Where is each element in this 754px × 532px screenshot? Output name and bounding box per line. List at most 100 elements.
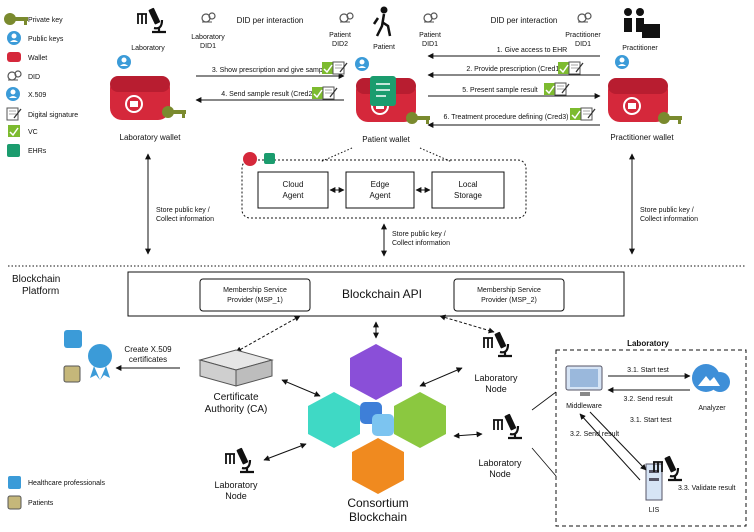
practitioner-label: Practitioner [622,45,658,52]
store-public-key-links: Store public key / Collect information S… [145,153,698,257]
laboratory-actor: Laboratory Laboratory DID1 Laboratory wa… [109,6,225,142]
healthcare-professionals-icon [64,330,82,348]
legend-label: Patients [28,500,54,507]
node-label-2: Node [225,491,247,501]
local-storage-label: Local [458,180,477,189]
legend-label: X.509 [28,92,46,99]
blockchain-platform-label: Blockchain [12,274,60,285]
cube-orange [352,438,404,494]
x509-icon [6,87,20,101]
practitioner-wallet-label: Practitioner wallet [610,133,674,142]
microscope-icon [223,446,256,474]
patients-icon [63,365,81,383]
wallet-icon [7,52,21,62]
private-key-icon [162,106,186,118]
flow-label: 6. Treatment procedure defining (Cred3) [444,114,569,121]
store-key-label-2: Collect information [392,240,450,247]
public-keys-icon [355,57,369,71]
patient-label: Patient [373,44,395,51]
ehrs-icon [370,76,396,106]
local-storage-box [431,171,505,209]
patient-did1-id: DID1 [422,41,438,48]
practitioner-icon [624,8,660,38]
walking-person-icon [372,6,392,37]
ehrs-icon [7,144,20,157]
node-label-2: Node [485,384,507,394]
certificate-area: Create X.509 certificates Certificate Au… [63,330,274,415]
public-keys-icon [7,31,21,45]
msp2-label-2: Provider (MSP_2) [481,297,537,304]
laboratory-label: Laboratory [131,45,165,52]
middleware-label: Middleware [566,403,602,410]
laboratory-wallet-label: Laboratory wallet [120,133,182,142]
cube-green [394,392,446,448]
flow-label: 5. Present sample result [462,87,538,94]
vc-icon [543,82,557,96]
edge-agent-label-2: Agent [370,191,392,200]
analyzer-label: Analyzer [698,405,726,412]
local-storage-label-2: Storage [454,191,483,200]
ehrs-icon [264,153,275,164]
laboratory-wallet-icon [109,75,171,121]
cloud-agent-label: Cloud [283,180,304,189]
practitioner-did-label: Practitioner [565,32,601,39]
middleware-computer-icon [565,365,603,396]
blockchain-platform-label-2: Platform [22,286,59,297]
digital-signature-icon [554,82,570,96]
did-icon [423,12,438,23]
patient-did1-label: Patient [419,32,441,39]
did-per-interaction-label: DID per interaction [237,16,304,25]
microscope-icon [135,6,168,34]
cube-teal [308,392,360,448]
agent-box: Cloud Agent Edge Agent Local Storage [241,147,527,219]
store-key-label: Store public key / [156,207,210,214]
patients-icon [7,495,22,510]
wallet-icon [243,152,257,166]
legend-label: EHRs [28,148,47,155]
ca-label-2: Authority (CA) [205,404,268,415]
legend: Private key Public keys Wallet DID X.509… [4,13,78,157]
digital-signature-icon [322,86,338,100]
microscope-icon [481,330,514,358]
node-label: Laboratory [214,480,258,490]
store-key-label: Store public key / [640,207,694,214]
digital-signature-icon [568,61,584,75]
practitioner-actor: Practitioner DID1 Practitioner Practitio… [565,8,682,142]
certificate-authority-building-icon [198,349,274,387]
x509-icon [88,344,112,368]
python-logo-icon [360,402,394,436]
lab-title: Laboratory [627,339,669,348]
patient-actor: Patient DID2 Patient Patient DID1 Patien… [329,6,441,144]
did-icon [7,70,22,81]
private-key-icon [4,13,28,25]
cloud-agent-label-2: Agent [283,191,305,200]
vc-icon [569,107,583,121]
private-key-icon [406,112,430,124]
flow-label: 1. Give access to EHR [497,47,567,54]
laboratory-nodes: Laboratory Node Laboratory Node Laborato… [214,330,557,501]
analyzer-cloud-icon [692,364,730,392]
store-key-label: Store public key / [392,231,446,238]
store-key-label-2: Collect information [640,216,698,223]
store-key-label-2: Collect information [156,216,214,223]
cube-purple [350,344,402,400]
vc-icon [557,61,571,75]
ca-label: Certificate [213,392,258,403]
vc-icon [7,124,21,138]
vc-icon [321,61,335,75]
microscope-icon [491,412,524,440]
patient-wallet-label: Patient wallet [362,135,410,144]
public-keys-icon [615,55,629,69]
laboratory-did-id: DID1 [200,43,216,50]
laboratory-did-label: Laboratory [191,34,225,41]
create-x509-label: Create X.509 [124,345,172,354]
agent-container [241,159,527,219]
digital-signature-icon [332,61,348,75]
flow-label: 3.1. Start test [627,367,669,374]
lab-container [555,349,747,527]
flows: 1. Give access to EHR 2. Provide prescri… [195,47,601,128]
flow-label: 4. Send sample result (Cred2) [221,91,314,98]
edge-agent-label: Edge [371,180,390,189]
flow-label: 3. Show prescription and give sample [212,67,328,74]
